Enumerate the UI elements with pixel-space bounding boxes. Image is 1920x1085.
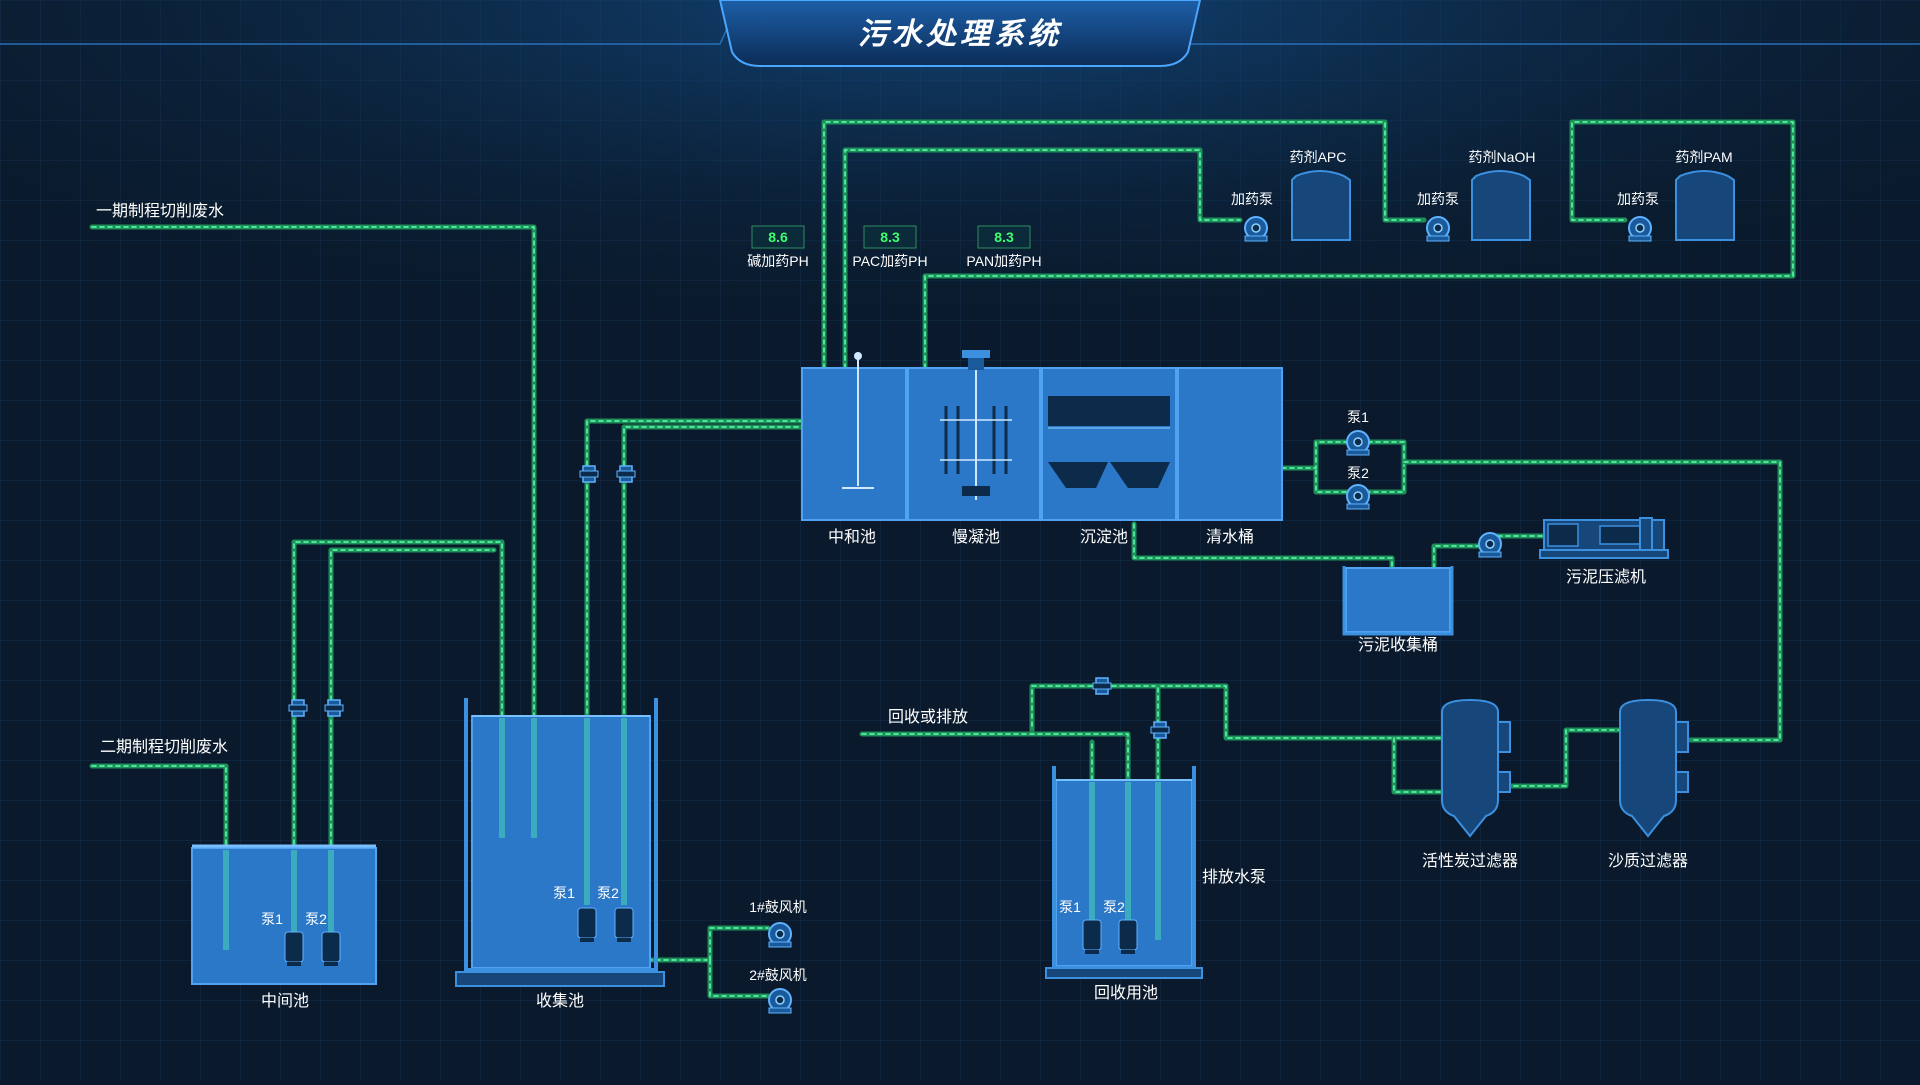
blower-icon[interactable] [768, 922, 792, 948]
ph-label: PAC加药PH [852, 253, 927, 269]
transfer-pump-1-label: 泵1 [1347, 409, 1369, 425]
blower-1-label: 1#鼓风机 [749, 899, 807, 915]
coag-tank[interactable]: 慢凝池 [907, 350, 1041, 546]
blower-icon[interactable] [768, 988, 792, 1014]
middle-pool-pump1-label: 泵1 [261, 911, 283, 927]
dosing-tank-label: 药剂APC [1290, 149, 1347, 165]
middle-pool-pump2-label: 泵2 [305, 911, 327, 927]
settle-tank-label: 沉淀池 [1080, 528, 1128, 546]
valve-icon[interactable] [1150, 721, 1170, 739]
collect-pool-pump2[interactable] [614, 907, 634, 943]
sludge-press[interactable]: 污泥压滤机 [1539, 517, 1669, 586]
ph-indicator-pan: 8.3 PAN加药PH [966, 225, 1042, 269]
page-title: 污水处理系统 [858, 18, 1063, 51]
recovery-pool-pump2[interactable] [1118, 919, 1138, 955]
dosing-pump-label: 加药泵 [1617, 191, 1659, 207]
valve-icon[interactable] [579, 465, 599, 483]
ph-label: 碱加药PH [747, 253, 808, 269]
recycle-discharge-label: 回收或排放 [888, 708, 968, 726]
clear-bucket-label: 清水桶 [1206, 528, 1254, 546]
ph-label: PAN加药PH [966, 253, 1041, 269]
dosing-pump-icon[interactable] [1244, 216, 1268, 242]
middle-pool[interactable]: 泵1 泵2 中间池 [191, 699, 377, 1010]
dosing-pump-icon[interactable] [1426, 216, 1450, 242]
collect-pool-pump1-label: 泵1 [553, 885, 575, 901]
dosing-tank-label: 药剂PAM [1675, 149, 1732, 165]
dosing-pump-label: 加药泵 [1231, 191, 1273, 207]
recovery-pool-pump1-label: 泵1 [1059, 899, 1081, 915]
transfer-pump-2-label: 泵2 [1347, 465, 1369, 481]
carbon-filter[interactable]: 活性炭过滤器 [1422, 698, 1518, 870]
middle-pool-pump2[interactable] [321, 931, 341, 967]
dosing-unit-pam[interactable]: 加药泵 药剂PAM [1617, 149, 1735, 242]
neutral-tank-label: 中和池 [828, 528, 876, 546]
inlet-phase1-label: 一期制程切削废水 [96, 202, 224, 220]
recovery-pool[interactable]: 泵1 泵2 回收用池 排放水泵 [1045, 677, 1266, 1002]
transfer-pump-2[interactable]: 泵2 [1346, 465, 1370, 510]
valve-icon[interactable] [324, 699, 344, 717]
sludge-pump-icon[interactable] [1478, 532, 1502, 558]
dosing-pump-label: 加药泵 [1417, 191, 1459, 207]
valve-icon[interactable] [616, 465, 636, 483]
valve-icon[interactable] [1092, 677, 1112, 695]
transfer-pump-1[interactable]: 泵1 [1346, 409, 1370, 456]
dosing-tank-label: 药剂NaOH [1469, 149, 1536, 165]
process-train: 中和池 慢凝池 沉淀池 [801, 350, 1283, 546]
recovery-pool-pump2-label: 泵2 [1103, 899, 1125, 915]
dosing-unit-naoh[interactable]: 加药泵 药剂NaOH [1417, 149, 1536, 242]
settle-tank[interactable]: 沉淀池 [1041, 367, 1177, 546]
collect-pool-pump1[interactable] [577, 907, 597, 943]
blower-2[interactable]: 2#鼓风机 [749, 967, 807, 1014]
ph-value: 8.3 [880, 229, 900, 245]
sludge-press-label: 污泥压滤机 [1566, 568, 1646, 586]
pump-icon[interactable] [1346, 484, 1370, 510]
recovery-pool-pump1[interactable] [1082, 919, 1102, 955]
blower-2-label: 2#鼓风机 [749, 967, 807, 983]
dosing-pump-icon[interactable] [1628, 216, 1652, 242]
collect-pool[interactable]: 泵1 泵2 收集池 [455, 465, 665, 1010]
sand-filter-label: 沙质过滤器 [1608, 852, 1688, 870]
recovery-pool-label: 回收用池 [1094, 984, 1158, 1002]
valve-icon[interactable] [288, 699, 308, 717]
sand-filter[interactable]: 沙质过滤器 [1608, 698, 1689, 870]
discharge-pump-label: 排放水泵 [1202, 868, 1266, 886]
neutral-tank[interactable]: 中和池 [801, 352, 907, 546]
ph-indicator-pac: 8.3 PAC加药PH [852, 225, 928, 269]
ph-indicator-alkali: 8.6 碱加药PH [747, 225, 809, 269]
blower-1[interactable]: 1#鼓风机 [749, 899, 807, 948]
pump-icon[interactable] [1346, 430, 1370, 456]
inlet-phase2-label: 二期制程切削废水 [100, 738, 228, 756]
sludge-bucket[interactable]: 污泥收集桶 [1342, 566, 1454, 654]
collect-pool-pump2-label: 泵2 [597, 885, 619, 901]
header-bar: 污水处理系统 [0, 0, 1920, 67]
sludge-bucket-label: 污泥收集桶 [1358, 636, 1438, 654]
collect-pool-label: 收集池 [536, 992, 584, 1010]
clear-bucket[interactable]: 清水桶 [1177, 367, 1283, 546]
carbon-filter-label: 活性炭过滤器 [1422, 852, 1518, 870]
coag-tank-label: 慢凝池 [952, 528, 1000, 546]
dosing-unit-apc[interactable]: 加药泵 药剂APC [1231, 149, 1351, 242]
ph-value: 8.6 [768, 229, 788, 245]
middle-pool-label: 中间池 [261, 992, 309, 1010]
middle-pool-pump1[interactable] [284, 931, 304, 967]
ph-value: 8.3 [994, 229, 1014, 245]
